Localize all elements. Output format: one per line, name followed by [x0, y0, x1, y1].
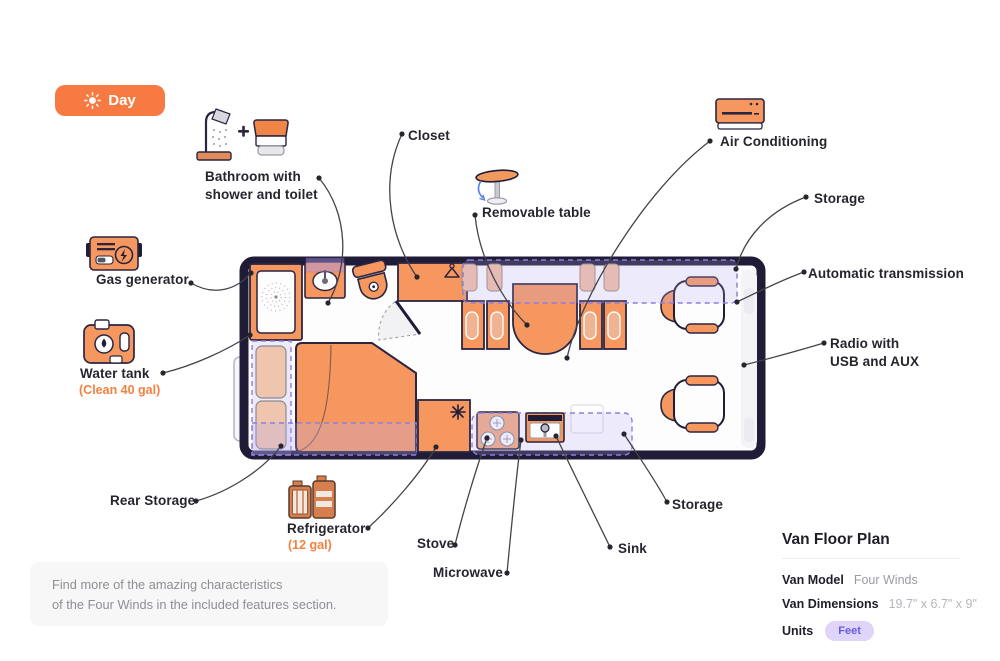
- van-dimensions-label: Van Dimensions: [782, 597, 879, 611]
- leader-dots: [160, 131, 827, 576]
- overhead-storage-area: [462, 259, 738, 304]
- day-toggle[interactable]: Day: [55, 85, 165, 116]
- label-rear-storage: Rear Storage: [110, 493, 196, 508]
- label-gas-generator: Gas generator: [96, 272, 189, 287]
- toilet-icon: [253, 119, 289, 156]
- label-water-tank: Water tank: [80, 366, 150, 381]
- cab-seat-front: [660, 375, 725, 433]
- shower-icon: [196, 108, 232, 161]
- info-panel-divider: [782, 558, 960, 559]
- van-model-label: Van Model: [782, 573, 844, 587]
- leader-lines: [162, 133, 825, 574]
- bathroom-door: [378, 300, 422, 341]
- removable-table-icon: [475, 169, 519, 205]
- snowflake-icon: [450, 404, 466, 420]
- gas-generator-icon: [86, 236, 142, 271]
- hanger-icon: [444, 267, 460, 278]
- van-model-row: Van Model Four Winds: [782, 573, 982, 587]
- label-air-conditioning: Air Conditioning: [720, 134, 828, 149]
- refrigerator-icon: [288, 475, 336, 519]
- closet-area: [397, 262, 468, 302]
- units-feet-badge[interactable]: Feet: [825, 621, 874, 641]
- shower: [249, 263, 303, 341]
- underbed-storage-area: [251, 422, 418, 456]
- bed: [295, 342, 417, 453]
- label-radio: Radio with USB and AUX: [830, 336, 920, 369]
- label-closet: Closet: [408, 128, 450, 143]
- label-sink: Sink: [618, 541, 647, 556]
- van-dimensions-row: Van Dimensions 19.7" x 6.7" x 9": [782, 597, 982, 611]
- refrigerator-area: [417, 399, 471, 453]
- units-label: Units: [782, 624, 814, 638]
- label-stove: Stove: [417, 536, 455, 551]
- label-storage-bottom: Storage: [672, 497, 723, 512]
- label-water-tank-capacity: (Clean 40 gal): [79, 383, 161, 397]
- dinette: [461, 263, 627, 355]
- plus-icon: [238, 125, 249, 137]
- label-refrigerator: Refrigerator: [287, 521, 366, 536]
- air-conditioning-icon: [715, 98, 765, 130]
- dashboard: [741, 270, 757, 448]
- info-panel-title: Van Floor Plan: [782, 531, 890, 548]
- van-dimensions-value: 19.7" x 6.7" x 9": [888, 597, 977, 611]
- label-removable-table: Removable table: [482, 205, 591, 220]
- label-bathroom: Bathroom with shower and toilet: [205, 169, 318, 202]
- sink-area: [525, 412, 565, 443]
- van-info-panel: Van Floor Plan Van Model Four Winds Van …: [782, 531, 982, 651]
- label-refrigerator-capacity: (12 gal): [288, 538, 332, 552]
- sun-icon: [84, 92, 102, 109]
- label-microwave: Microwave: [433, 565, 503, 580]
- units-row: Units Feet: [782, 621, 982, 641]
- toilet: [351, 259, 388, 300]
- features-note: Find more of the amazing characteristics…: [30, 562, 388, 626]
- label-storage-top: Storage: [814, 191, 865, 206]
- cab-seat-rear: [660, 276, 725, 334]
- van-model-value: Four Winds: [853, 573, 918, 587]
- counter: [570, 404, 604, 434]
- day-toggle-label: Day: [108, 92, 136, 109]
- label-automatic-transmission: Automatic transmission: [808, 266, 964, 281]
- water-tank-icon: [83, 319, 135, 364]
